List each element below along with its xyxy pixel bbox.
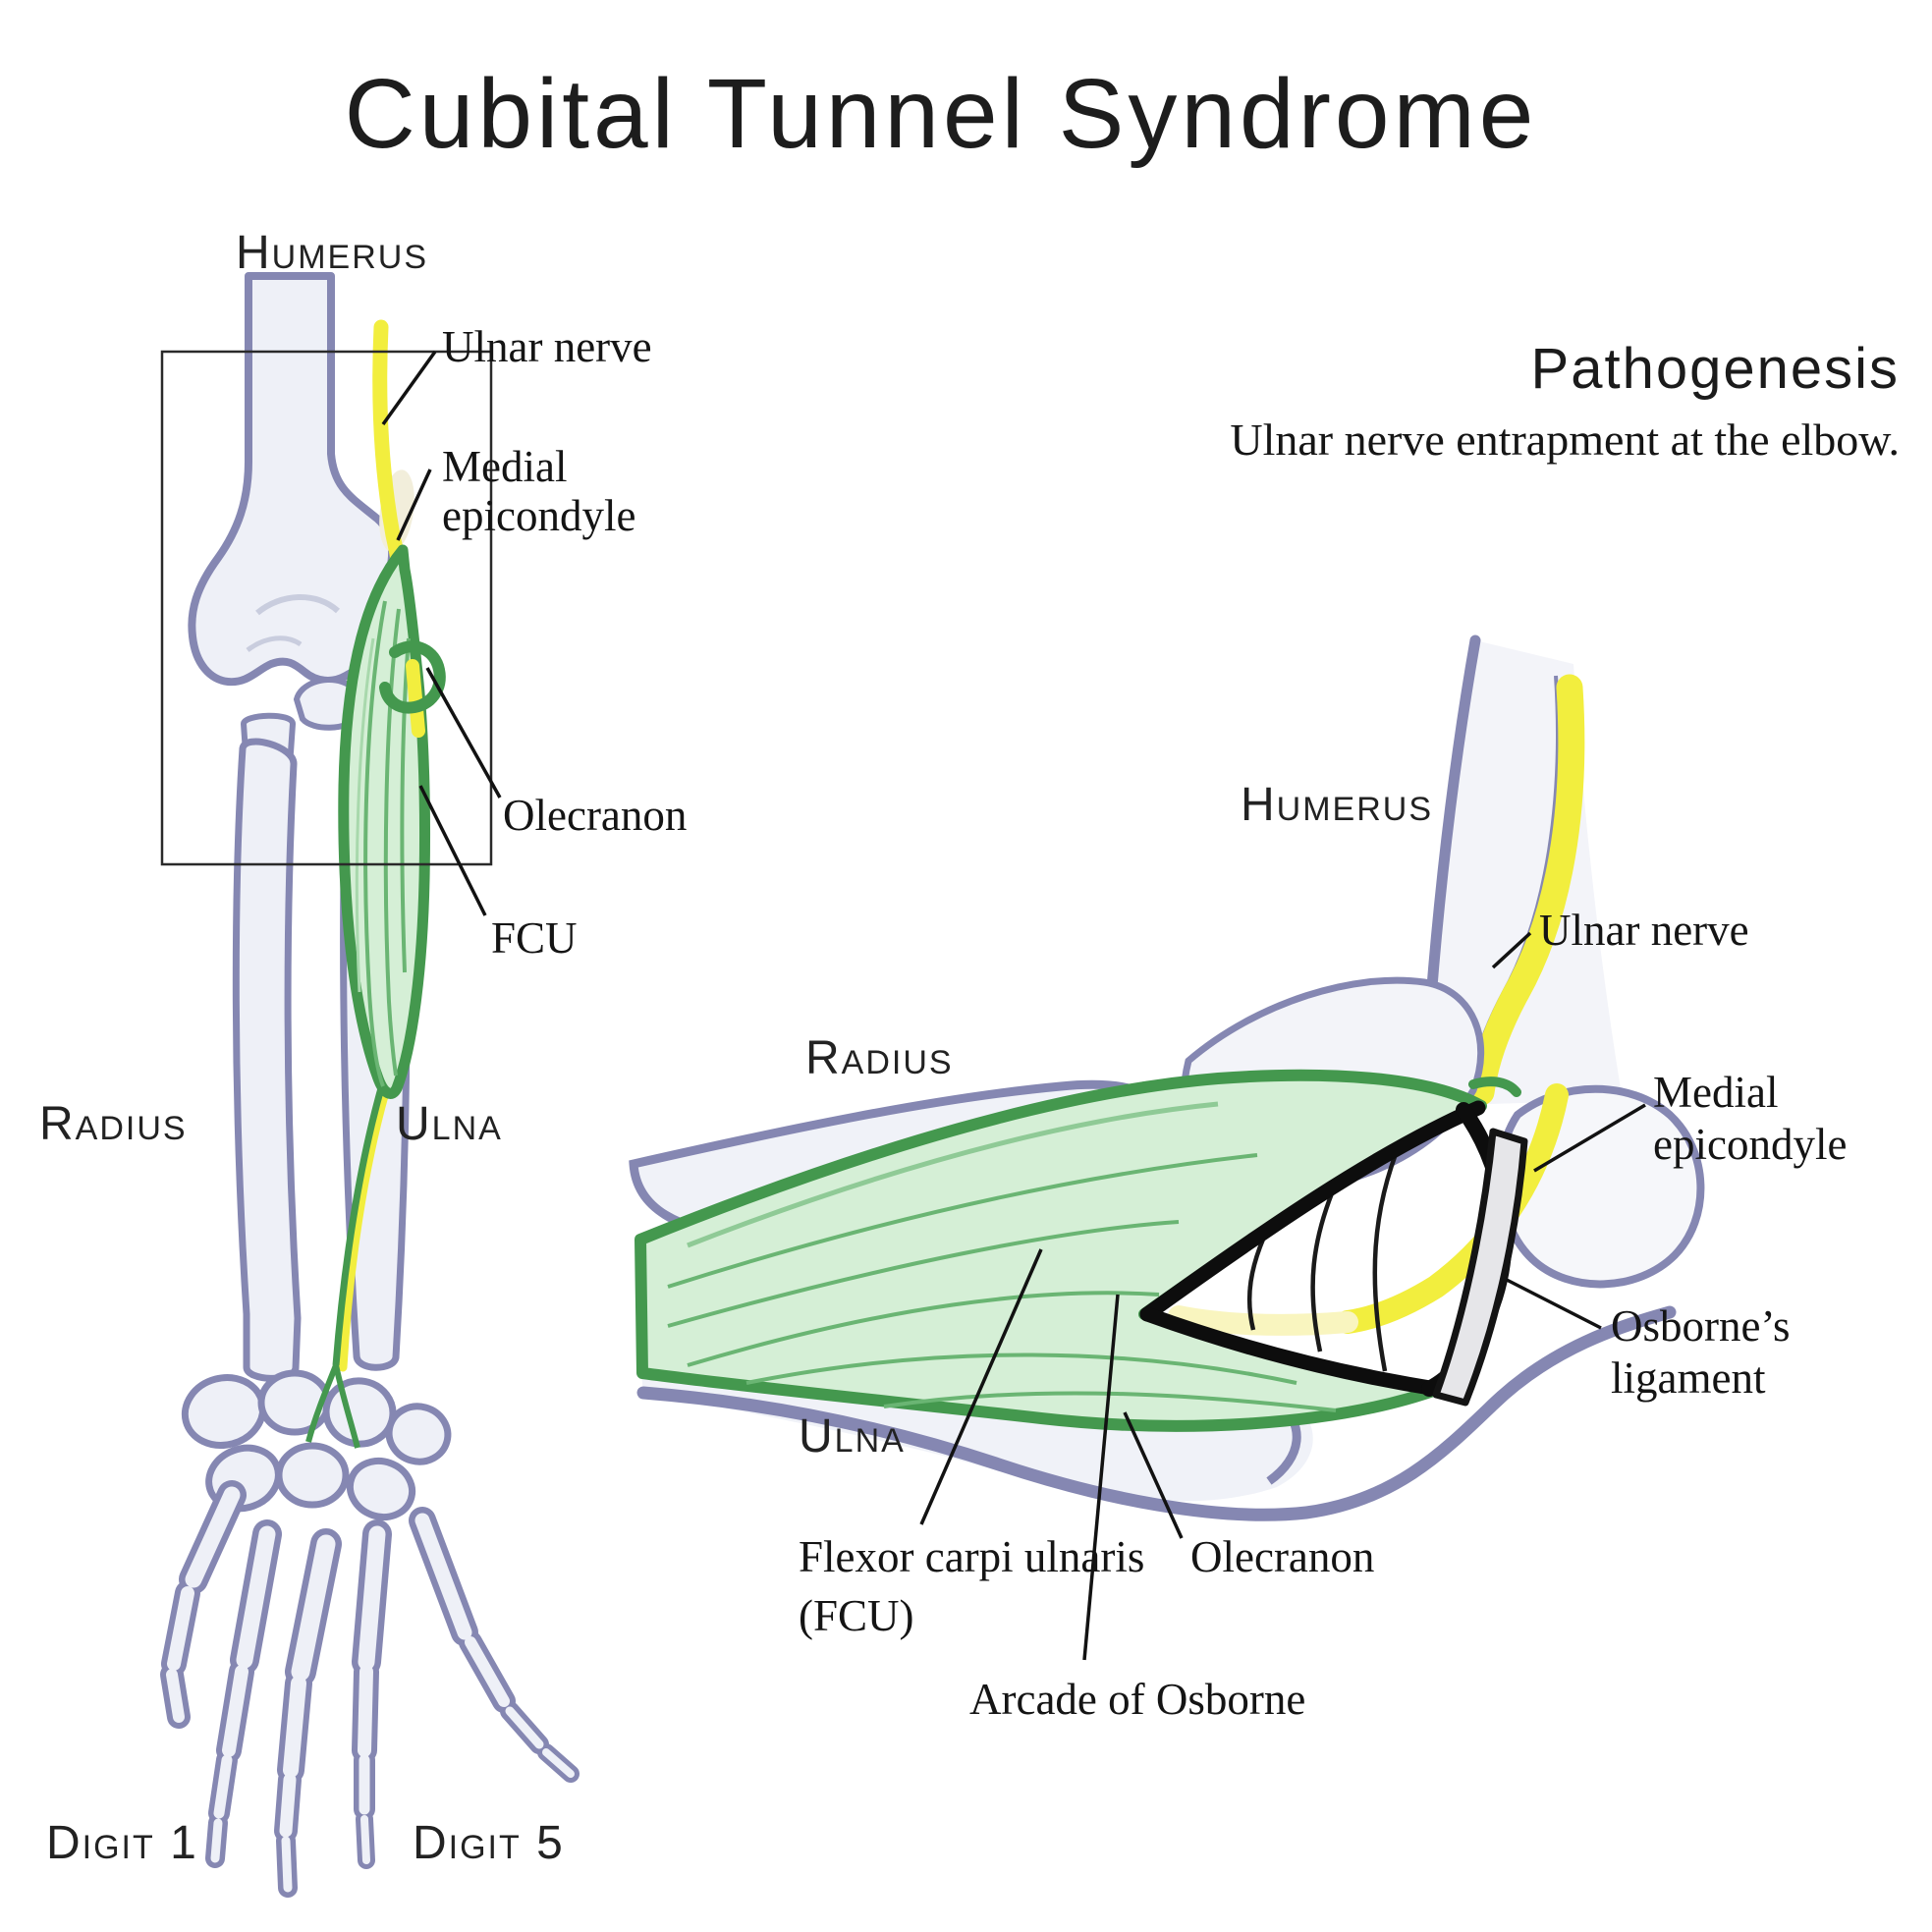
left-digit5-label: Digit 5 <box>413 1817 565 1869</box>
right-olecranon-label: Olecranon <box>1190 1532 1374 1581</box>
right-ulnar-nerve-bright <box>1336 1083 1569 1334</box>
left-humerus-fossa-line2 <box>246 635 303 653</box>
right-fcu-tip-accent <box>1468 1076 1521 1097</box>
left-humerus-label: Humerus <box>236 227 428 279</box>
left-ulnar-nerve-distal <box>338 1087 390 1372</box>
left-olecranon-label: Olecranon <box>503 791 687 840</box>
left-medial-epicondyle-leader <box>396 469 432 541</box>
left-finger-bones-core <box>166 1486 575 1893</box>
left-fcu-leader <box>418 785 487 916</box>
right-ulnar-nerve-proximal <box>1467 674 1585 1106</box>
left-fcu-striations <box>355 600 411 1087</box>
right-ulnar-nerve-pale <box>1168 1305 1358 1336</box>
right-humerus-label: Humerus <box>1241 779 1433 831</box>
left-fcu-tendon <box>332 1087 385 1366</box>
right-medial-epicondyle-label-1: Medial <box>1653 1068 1778 1117</box>
left-illustration: Humerus Ulnar nerve Medial epicondyle Ol… <box>39 227 687 1898</box>
left-fcu-hook <box>379 640 446 714</box>
left-fcu-label: FCU <box>491 913 578 963</box>
left-olecranon-leader <box>425 667 502 799</box>
right-ulna-bottom-swoosh <box>636 1305 1677 1521</box>
right-fcu-striations <box>667 1101 1337 1412</box>
left-radius-label: Radius <box>39 1098 188 1150</box>
right-ulnar-nerve-leader <box>1491 931 1532 969</box>
left-humerus-fossa-line <box>255 594 341 616</box>
left-carpal-bones <box>181 1369 452 1520</box>
arcade-leader <box>1082 1294 1120 1661</box>
right-fcu-label-2: (FCU) <box>799 1591 914 1640</box>
osbornes-ligament-band <box>1432 1128 1528 1407</box>
inset-box <box>160 350 493 866</box>
pathogenesis-heading: Pathogenesis <box>1531 337 1900 401</box>
pathogenesis-subheading: Ulnar nerve entrapment at the elbow. <box>1230 414 1900 465</box>
right-fcu-leader <box>919 1248 1043 1525</box>
arcade-of-osborne-upper-edge <box>1139 1100 1486 1322</box>
left-digit1-label: Digit 1 <box>46 1817 198 1869</box>
left-nerve-in-tunnel <box>406 659 425 738</box>
osbornes-ligament-label-2: ligament <box>1611 1353 1766 1403</box>
left-medial-epicondyle-label-2: epicondyle <box>442 491 635 540</box>
left-ulnar-nerve-leader <box>381 350 437 426</box>
osbornes-ligament-label-1: Osborne’s <box>1611 1301 1790 1351</box>
right-olecranon-leader <box>1123 1411 1184 1539</box>
arcade-label: Arcade of Osborne <box>969 1675 1305 1724</box>
right-medial-epicondyle-leader <box>1533 1103 1646 1173</box>
arcade-of-osborne-lower-edge <box>1139 1306 1444 1397</box>
right-radius-label: Radius <box>805 1032 954 1084</box>
right-illustration: Pathogenesis Ulnar nerve entrapment at t… <box>629 337 1900 1724</box>
left-fcu-tendon-fork1 <box>305 1363 339 1443</box>
right-ulna-label: Ulna <box>799 1410 906 1463</box>
page-title: Cubital Tunnel Syndrome <box>345 59 1538 169</box>
right-fcu-label-1: Flexor carpi ulnaris <box>799 1532 1144 1581</box>
left-ulna-label: Ulna <box>396 1098 503 1150</box>
osbornes-ligament-leader <box>1506 1278 1602 1330</box>
left-fcu-tendon-fork2 <box>333 1364 360 1449</box>
left-radius-bone <box>232 738 302 1382</box>
left-medial-epicondyle-label-1: Medial <box>442 442 567 491</box>
right-ulnar-nerve-label: Ulnar nerve <box>1539 906 1749 955</box>
left-ulnar-nerve-label: Ulnar nerve <box>442 322 652 371</box>
right-medial-epicondyle-label-2: epicondyle <box>1653 1120 1847 1169</box>
